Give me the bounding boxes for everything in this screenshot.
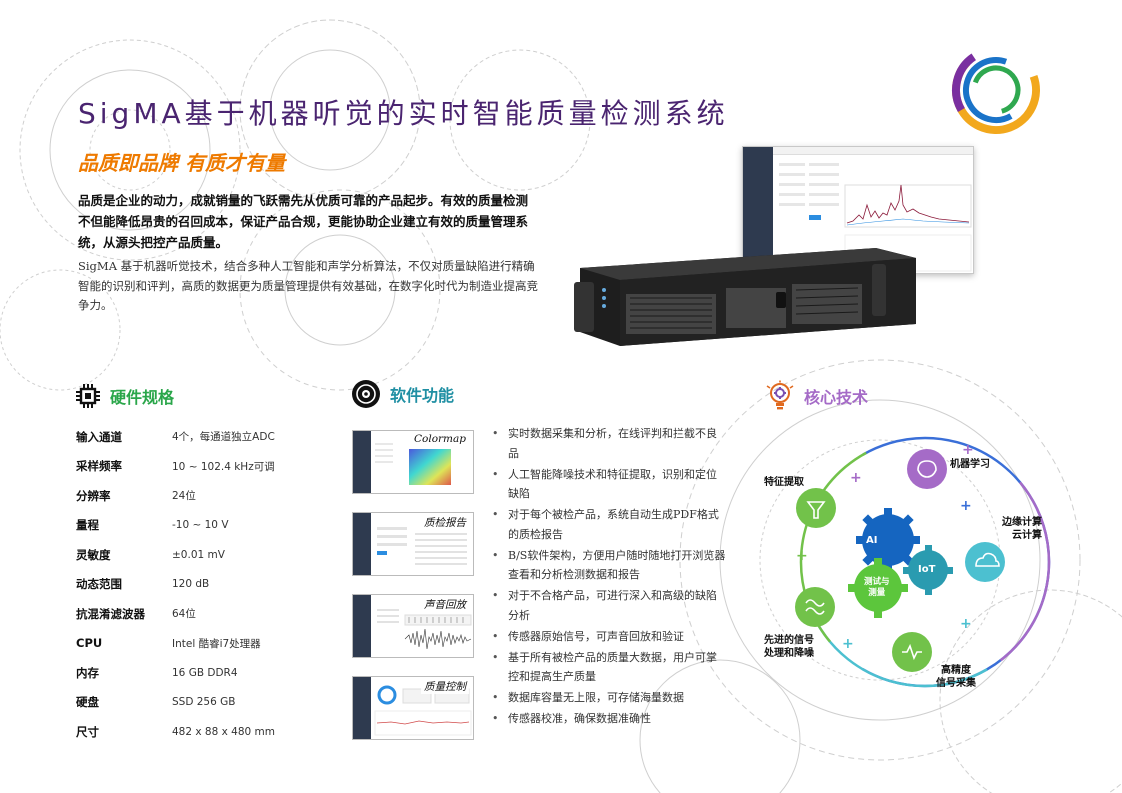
spec-key: 硬盘 [76, 695, 99, 710]
disc-icon [352, 380, 380, 408]
core-tech-diagram: + + + + + + [740, 420, 1110, 720]
colormap-thumbnail: Colormap [352, 430, 474, 494]
intro-paragraph: SigMA 基于机器听觉技术，结合多种人工智能和声学分析算法，不仅对质量缺陷进行… [78, 259, 538, 312]
spec-row: 动态范围 120 dB [76, 570, 336, 600]
node-label-acquisition: 高精度 信号采集 [936, 664, 976, 690]
node-label-signal-processing: 先进的信号 处理和降噪 [764, 634, 814, 660]
spec-key: 输入通道 [76, 429, 122, 444]
list-item: 传感器校准，确保数据准确性 [490, 709, 726, 729]
svg-text:+: + [842, 636, 854, 652]
gear-label-iot: IoT [918, 564, 936, 575]
node-label-signal-processing-line1: 先进的信号 [764, 635, 814, 646]
lightbulb-gear-icon [766, 380, 794, 410]
node-label-machine-learning: 机器学习 [950, 459, 990, 470]
thumbnail-label: 声音回放 [421, 597, 469, 612]
spec-row: 输入通道 4个，每通道独立ADC [76, 422, 336, 452]
thumbnail-label: 质量控制 [421, 679, 469, 694]
intro-bold-paragraph: 品质是企业的动力，成就销量的飞跃需先从优质可靠的产品起步。有效的质量检测不但能降… [78, 193, 529, 250]
spec-key: 内存 [76, 665, 99, 680]
report-thumbnail: 质检报告 [352, 512, 474, 576]
list-item: 对于每个被检产品，系统自动生成PDF格式的质检报告 [490, 505, 726, 544]
software-heading-label: 软件功能 [390, 386, 455, 405]
spec-row: 抗混淆滤波器 64位 [76, 599, 336, 629]
list-item: 数据库容量无上限，可存储海量数据 [490, 688, 726, 708]
spec-key: CPU [76, 636, 103, 651]
gear-label-test: 测试与 测量 [864, 577, 890, 598]
svg-text:+: + [960, 498, 972, 514]
node-label-edge-computing: 边缘计算 [1002, 517, 1042, 528]
spec-key: 抗混淆滤波器 [76, 606, 145, 621]
software-feature-list: 实时数据采集和分析，在线评判和拦截不良品 人工智能降噪技术和特征提取，识别和定位… [490, 424, 726, 730]
spec-row: 硬盘 SSD 256 GB [76, 688, 336, 718]
playback-thumbnail: 声音回放 [352, 594, 474, 658]
svg-text:+: + [960, 616, 972, 632]
node-label-acquisition-line1: 高精度 [941, 665, 971, 676]
list-item: 实时数据采集和分析，在线评判和拦截不良品 [490, 424, 726, 463]
svg-text:+: + [962, 442, 974, 458]
spec-value: 4个，每通道独立ADC [172, 431, 275, 444]
spec-value: -10 ~ 10 V [172, 519, 229, 532]
hardware-section-heading: 硬件规格 [74, 382, 174, 410]
quality-control-thumbnail: 质量控制 [352, 676, 474, 740]
thumbnail-label: Colormap [411, 433, 469, 445]
svg-text:+: + [796, 548, 808, 564]
spec-row: CPU Intel 酷睿i7处理器 [76, 629, 336, 659]
gear-label-test-line1: 测试与 [864, 577, 890, 587]
spec-row: 灵敏度 ±0.01 mV [76, 540, 336, 570]
spec-value: Intel 酷睿i7处理器 [172, 637, 261, 650]
gear-label-ai: AI [866, 535, 878, 546]
spec-value: ±0.01 mV [172, 548, 225, 561]
spec-value: 64位 [172, 608, 196, 621]
list-item: 基于所有被检产品的质量大数据，用户可掌控和提高生产质量 [490, 648, 726, 687]
spec-row: 内存 16 GB DDR4 [76, 658, 336, 688]
spec-row: 量程 -10 ~ 10 V [76, 511, 336, 541]
software-screenshot [742, 146, 974, 274]
spec-key: 分辨率 [76, 488, 111, 503]
node-label-edge-cloud: 边缘计算 云计算 [1002, 516, 1042, 542]
spec-key: 动态范围 [76, 577, 122, 592]
slogan: 品质即品牌 有质才有量 [78, 151, 285, 175]
node-label-feature-extraction: 特征提取 [764, 477, 804, 488]
chip-icon [76, 384, 100, 408]
list-item: 传感器原始信号，可声音回放和验证 [490, 627, 726, 647]
node-label-signal-processing-line2: 处理和降噪 [764, 648, 814, 659]
spec-value: 120 dB [172, 578, 210, 591]
hardware-spec-table: 输入通道 4个，每通道独立ADC 采样频率 10 ~ 102.4 kHz可调 分辨率… [76, 422, 336, 747]
list-item: 人工智能降噪技术和特征提取，识别和定位缺陷 [490, 465, 726, 504]
sigma-logo [952, 46, 1040, 134]
core-tech-ring: + + + + + + [795, 436, 1051, 688]
software-section-heading: 软件功能 [350, 378, 454, 410]
spec-value: 482 x 88 x 480 mm [172, 725, 276, 738]
list-item: B/S软件架构，方便用户随时随地打开浏览器查看和分析检测数据和报告 [490, 546, 726, 585]
spec-key: 采样频率 [76, 459, 122, 474]
hardware-heading-label: 硬件规格 [110, 388, 175, 407]
spec-value: 10 ~ 102.4 kHz可调 [172, 460, 275, 473]
svg-text:+: + [850, 470, 862, 486]
spec-value: 24位 [172, 490, 196, 503]
spec-key: 量程 [76, 518, 99, 533]
spec-value: SSD 256 GB [172, 696, 236, 709]
core-tech-section-heading: 核心技术 [764, 380, 868, 412]
spec-row: 采样频率 10 ~ 102.4 kHz可调 [76, 452, 336, 482]
spec-key: 尺寸 [76, 724, 99, 739]
node-label-cloud-computing: 云计算 [1012, 530, 1042, 541]
spec-row: 分辨率 24位 [76, 481, 336, 511]
spec-value: 16 GB DDR4 [172, 666, 238, 679]
list-item: 对于不合格产品，可进行深入和高级的缺陷分析 [490, 586, 726, 625]
thumbnail-label: 质检报告 [421, 515, 469, 530]
page-title: SigMA基于机器听觉的实时智能质量检测系统 [78, 97, 729, 130]
server-chassis [574, 248, 916, 346]
spec-row: 尺寸 482 x 88 x 480 mm [76, 717, 336, 747]
spec-key: 灵敏度 [76, 547, 111, 562]
gear-label-test-line2: 测量 [868, 587, 886, 598]
core-tech-heading-label: 核心技术 [804, 388, 869, 407]
node-label-acquisition-line2: 信号采集 [936, 678, 976, 689]
